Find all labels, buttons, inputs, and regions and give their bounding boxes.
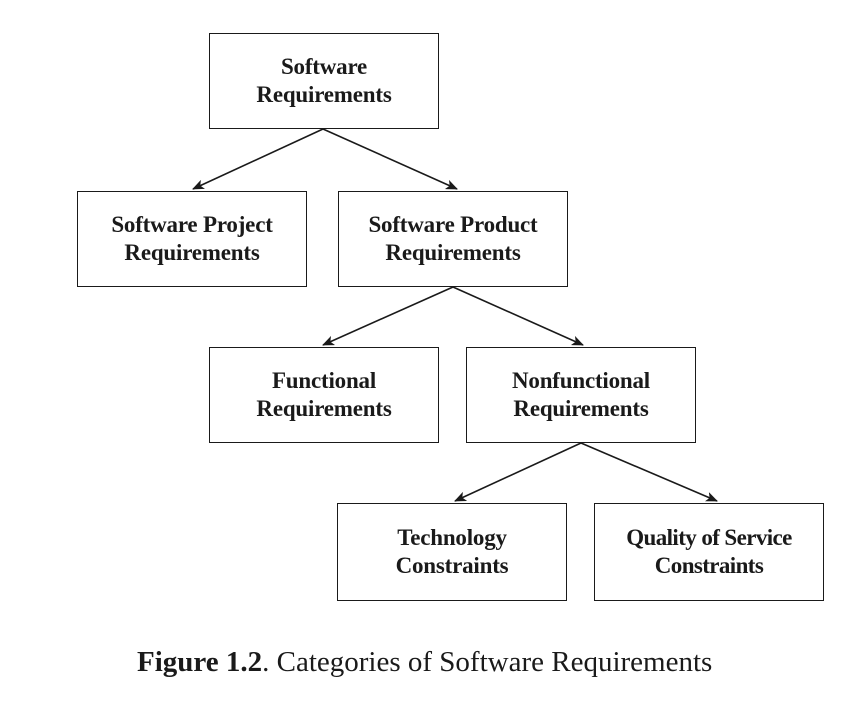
node-nonfunctional-requirements: Nonfunctional Requirements: [466, 347, 696, 443]
edge-nonfunctional-to-technology: [454, 442, 582, 502]
node-label-line-1: Software Product: [368, 212, 538, 237]
node-label-line-1: Software Project: [111, 212, 273, 237]
node-label-line-2: Constraints: [395, 553, 509, 578]
node-label-line-1: Nonfunctional: [512, 368, 650, 393]
figure-caption: Figure 1.2. Categories of Software Requi…: [137, 646, 712, 679]
node-quality-of-service-constraints: Quality of Service Constraints: [594, 503, 824, 601]
node-label-line-2: Requirements: [124, 240, 260, 265]
node-label-line-2: Requirements: [256, 396, 392, 421]
node-functional-requirements: Functional Requirements: [209, 347, 439, 443]
figure-caption-label: Figure 1.2: [137, 646, 263, 678]
node-software-project-requirements: Software Project Requirements: [77, 191, 307, 287]
edge-root-to-product: [322, 128, 458, 190]
edge-product-to-functional: [322, 286, 454, 346]
edge-product-to-nonfunctional: [452, 286, 584, 346]
node-label-line-1: Quality of Service: [626, 525, 792, 550]
node-label-line-1: Software: [280, 54, 368, 79]
node-software-product-requirements: Software Product Requirements: [338, 191, 568, 287]
edge-nonfunctional-to-qos: [580, 442, 718, 502]
edge-root-to-project: [192, 128, 324, 190]
node-technology-constraints: Technology Constraints: [337, 503, 567, 601]
node-label-line-1: Technology: [397, 525, 507, 550]
node-label-line-2: Requirements: [256, 82, 392, 107]
node-label-line-2: Requirements: [513, 396, 649, 421]
node-label-line-1: Functional: [271, 368, 377, 393]
node-software-requirements: Software Requirements: [209, 33, 439, 129]
figure-caption-text: . Categories of Software Requirements: [262, 646, 713, 678]
node-label-line-2: Requirements: [385, 240, 521, 265]
node-label-line-2: Constraints: [654, 553, 764, 578]
